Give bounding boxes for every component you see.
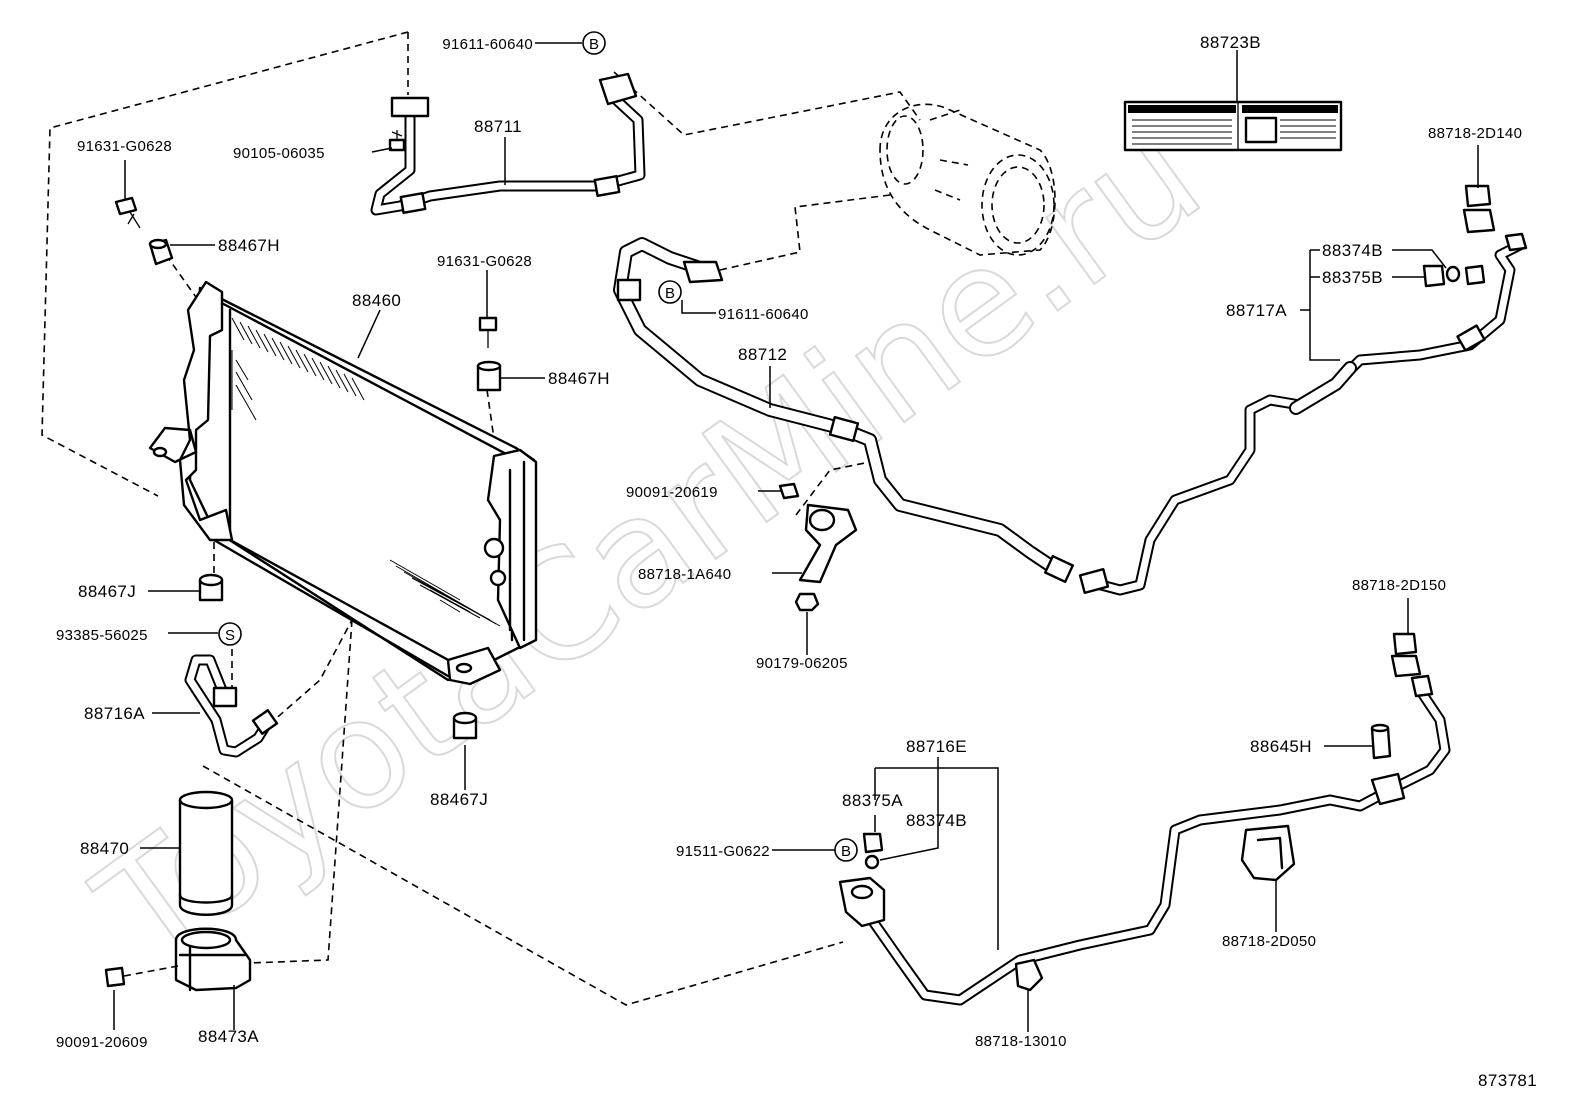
label-91611-60640-top: 91611-60640 <box>442 36 533 53</box>
clamp-88718-2d150 <box>1390 632 1422 678</box>
diagram-id: 873781 <box>1478 1071 1537 1090</box>
cap-88375b <box>1422 264 1446 288</box>
label-91611-60640-mid: 91611-60640 <box>718 306 809 323</box>
label-90179-06205: 90179-06205 <box>756 655 848 672</box>
label-91631-g0628-mid: 91631-G0628 <box>437 253 532 270</box>
label-88467h-left: 88467H <box>218 236 280 255</box>
label-93385-56025: 93385-56025 <box>56 627 148 644</box>
svg-text:S: S <box>225 627 235 644</box>
label-88467j-left: 88467J <box>78 582 136 601</box>
label-88375b: 88375B <box>1322 268 1383 287</box>
tube-88716a <box>184 654 279 758</box>
condenser-88460 <box>148 280 538 686</box>
label-88374b-top: 88374B <box>1322 241 1383 260</box>
oring-88374b-bottom <box>864 854 880 870</box>
label-88716a: 88716A <box>84 704 145 723</box>
condenser-fins <box>231 317 501 627</box>
svg-text:B: B <box>589 36 599 53</box>
bracket-88473a <box>174 927 252 992</box>
clamp-88718-13010 <box>1014 958 1044 992</box>
label-88718-1a640: 88718-1A640 <box>638 566 731 583</box>
tube-88717a <box>1078 232 1528 596</box>
hose-88712 <box>613 237 1074 584</box>
label-88467h-mid: 88467H <box>548 369 610 388</box>
bolt-90091-20609 <box>104 965 179 988</box>
leader-lines <box>113 42 1479 1032</box>
nut-90179-06205 <box>794 592 820 612</box>
label-88460: 88460 <box>352 291 401 310</box>
cushion-88467h-left <box>148 238 174 266</box>
label-88711: 88711 <box>474 117 522 136</box>
label-88375a: 88375A <box>842 791 903 810</box>
label-88718-2d050: 88718-2D050 <box>1222 933 1316 950</box>
caution-label-88723b <box>1123 100 1343 152</box>
label-88718-2d150: 88718-2D150 <box>1352 577 1446 594</box>
compressor-reference <box>879 103 1056 256</box>
valve-core-top <box>1464 264 1486 286</box>
label-90091-20619: 90091-20619 <box>626 484 718 501</box>
cushion-88467j-left <box>198 573 224 602</box>
svg-text:B: B <box>665 285 675 302</box>
label-88718-2d140: 88718-2D140 <box>1428 125 1522 142</box>
oring-88374b-top <box>1445 265 1461 283</box>
bolt-90105-06035 <box>388 130 406 152</box>
label-88645h: 88645H <box>1250 737 1312 756</box>
bolt-90091-20619 <box>778 482 800 500</box>
bracket-88718-1a640 <box>798 503 858 584</box>
marker-b-top: B <box>582 31 606 55</box>
label-88723b: 88723B <box>1200 33 1261 52</box>
bracket-88718-2d050 <box>1240 824 1296 882</box>
label-88716e: 88716E <box>906 737 967 756</box>
label-90091-20609: 90091-20609 <box>56 1034 148 1051</box>
marker-b-mid: B <box>658 280 682 304</box>
pressure-switch-88645h <box>1370 723 1392 760</box>
label-88718-13010: 88718-13010 <box>975 1033 1067 1050</box>
label-88374b-bottom: 88374B <box>906 811 967 830</box>
label-91631-g0628-left: 91631-G0628 <box>77 138 172 155</box>
label-88717a: 88717A <box>1226 301 1287 320</box>
svg-text:B: B <box>841 843 851 860</box>
label-91511-g0622: 91511-G0622 <box>676 843 770 860</box>
clamp-88718-2d140 <box>1462 184 1496 234</box>
cap-88375a <box>862 832 884 854</box>
label-88470: 88470 <box>80 839 129 858</box>
marker-s: S <box>218 622 242 646</box>
receiver-88470 <box>178 790 234 916</box>
cushion-88467j-bottom <box>452 711 478 740</box>
tube-88716e <box>838 674 1451 1006</box>
callout-labels: 91611-60640 90105-06035 88711 91631-G062… <box>56 33 1537 1090</box>
label-90105-06035: 90105-06035 <box>233 145 325 162</box>
marker-b-bottom: B <box>834 838 858 862</box>
hose-88711 <box>370 72 646 216</box>
label-88712: 88712 <box>738 345 787 364</box>
label-88473a: 88473A <box>198 1027 259 1046</box>
bolt-91631-g0628-left <box>114 196 141 229</box>
bolt-91631-g0628-mid <box>478 316 498 348</box>
label-88467j-bottom: 88467J <box>430 790 488 809</box>
cushion-88467h-mid <box>476 360 502 392</box>
